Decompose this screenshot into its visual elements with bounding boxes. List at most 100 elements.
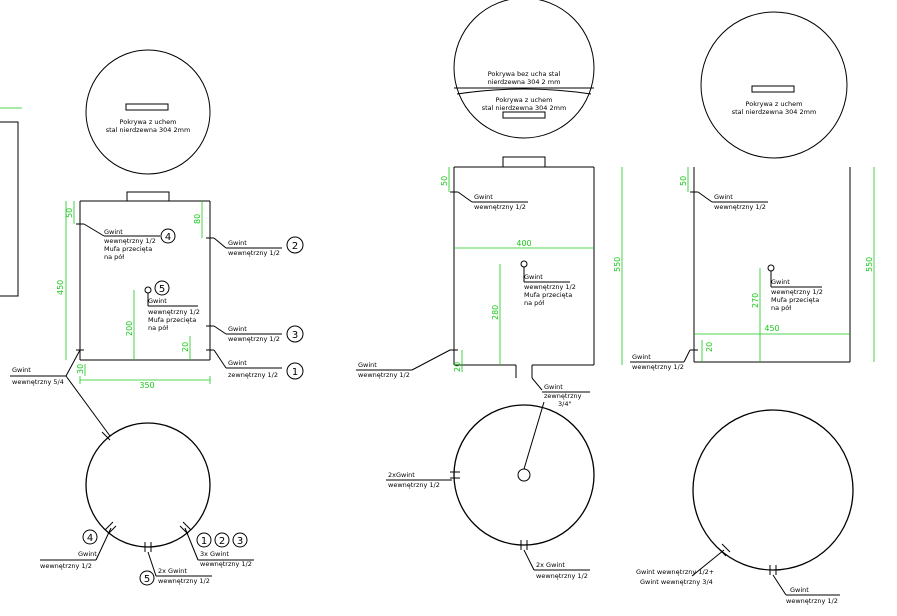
v2-wewn-top: wewnętrzny 1/2: [474, 203, 526, 211]
view3-dimensions: 50 450 270 550 20: [679, 167, 875, 362]
view2-lid-label-2: nierdzewna 304 2 mm: [488, 78, 561, 86]
marker-4-plan: [82, 529, 98, 545]
view3-lid-label-2: stal nierdzewna 304 2mm: [732, 108, 817, 116]
dim-550-v2: 550: [613, 257, 622, 272]
v3-wewn-top: wewnętrzny 1/2: [714, 203, 766, 211]
view2-tank: [450, 156, 595, 378]
wewn-label-bp5: wewnętrzny 1/2: [158, 577, 210, 585]
v2-wewn-mid: wewnętrzny 1/2: [524, 283, 576, 291]
view1-annotations: Gwint wewnętrzny 1/2 Mufa przecięta na p…: [10, 223, 304, 386]
v2-mufa-mid: Mufa przecięta: [524, 291, 572, 299]
marker-4: [160, 228, 176, 244]
wewn-label-2: wewnętrzny 1/2: [228, 249, 280, 257]
wewn-label-3: wewnętrzny 1/2: [228, 335, 280, 343]
v2-zewn-outlet: zewnętrzny: [544, 392, 582, 400]
svg-text:5: 5: [144, 574, 150, 585]
dim-270: 270: [751, 293, 760, 308]
dim-20-v2: 20: [453, 362, 462, 372]
v3-wewn-low: wewnętrzny 1/2: [632, 363, 684, 371]
dim-200: 200: [125, 321, 134, 336]
dim-450: 450: [56, 280, 65, 295]
wewn-label-54: wewnętrzny 5/4: [12, 378, 64, 386]
twogwint-label: 2x Gwint: [158, 567, 187, 575]
view1-dimensions: 50 450 80 200 20 30 350: [56, 201, 211, 390]
view1-tank: [76, 191, 214, 361]
marker-5-plan: [139, 570, 155, 586]
mufa-label-4: Mufa przecięta: [104, 245, 152, 253]
napol-label-5: na pół: [148, 324, 168, 332]
view3-annotations: Gwint wewnętrzny 1/2 Gwint wewnętrzny 1/…: [630, 191, 823, 371]
marker-3: [286, 325, 304, 343]
svg-text:4: 4: [87, 533, 93, 544]
svg-text:1: 1: [292, 367, 298, 378]
svg-text:4: 4: [165, 232, 171, 243]
v2-gwint-mid: Gwint: [524, 273, 543, 281]
marker-3-plan: [232, 532, 248, 548]
v2-34-outlet: 3/4": [558, 400, 571, 408]
v3-gwint-low: Gwint: [632, 353, 651, 361]
view1-bottom-plan: Gwint wewnętrzny 1/2 4 2x Gwint wewnętrz…: [40, 375, 254, 586]
v2-twogwint-plan: 2x Gwint: [536, 561, 565, 569]
v2-wewn-low: wewnętrzny 1/2: [358, 371, 410, 379]
gwint-label-4: Gwint: [104, 228, 123, 236]
dim-30: 30: [76, 364, 85, 374]
marker-5: [154, 280, 170, 296]
left-partial-view: [0, 107, 22, 297]
v3-gwint-mid: Gwint: [771, 278, 790, 286]
view3-bottom-plan: Gwint wewnętrzny 1/2+ Gwint wewnętrzny 3…: [636, 409, 854, 605]
v3-plan-label-2: Gwint wewnętrzny 3/4: [640, 578, 713, 586]
v3-gwint-plan-b: Gwint: [790, 586, 809, 594]
svg-text:1: 1: [201, 536, 207, 547]
v2-gwint-outlet: Gwint: [544, 383, 563, 391]
dim-400: 400: [516, 239, 531, 248]
dim-450-v3: 450: [764, 324, 779, 333]
gwint-label-3: Gwint: [228, 325, 247, 333]
dim-20-v3: 20: [705, 342, 714, 352]
dim-50-v2: 50: [440, 176, 449, 186]
view2-bottom-plan: 2xGwint wewnętrzny 1/2 2x Gwint wewnętrz…: [386, 401, 595, 580]
marker-1: [286, 362, 304, 380]
dim-20-a: 20: [181, 342, 190, 352]
dim-80: 80: [193, 214, 202, 224]
dim-50: 50: [65, 208, 74, 218]
v2-napol-mid: na pół: [524, 299, 544, 307]
view2-lid-label-1: Pokrywa bez ucha stal: [488, 70, 561, 78]
gwint-label-1: Gwint: [228, 359, 247, 367]
v2-wewn-plan-l: wewnętrzny 1/2: [388, 481, 440, 489]
view1-lid: Pokrywa z uchem stal nierdzewna 304 2mm: [85, 49, 211, 175]
wewn-label-bp123: wewnętrzny 1/2: [200, 560, 252, 568]
gwint-label-bp4: Gwint: [78, 550, 97, 558]
view2-lid-label-3: Pokrywa z uchem: [496, 96, 553, 104]
view3-lid: Pokrywa z uchem stal nierdzewna 304 2mm: [700, 11, 848, 159]
v2-gwint-top: Gwint: [474, 193, 493, 201]
view2-dimensions: 50 400 280 550 20: [440, 167, 623, 372]
svg-text:2: 2: [292, 241, 298, 252]
view2-lid-label-4: stal nierdzewna 304 2mm: [482, 104, 567, 112]
dim-280: 280: [491, 305, 500, 320]
v3-mufa-mid: Mufa przecięta: [771, 296, 819, 304]
v2-2xgwint: 2xGwint: [388, 471, 415, 479]
v3-gwint-top: Gwint: [714, 193, 733, 201]
dim-350: 350: [139, 381, 154, 390]
dim-550-v3: 550: [865, 257, 874, 272]
threegwint-label: 3x Gwint: [200, 550, 229, 558]
v3-wewn-plan-b: wewnętrzny 1/2: [786, 597, 838, 605]
mufa-label-5: Mufa przecięta: [148, 316, 196, 324]
svg-text:5: 5: [159, 284, 165, 295]
svg-text:3: 3: [237, 536, 243, 547]
dim-50-v3: 50: [679, 176, 688, 186]
view1-lid-label-1: Pokrywa z uchem: [120, 118, 177, 126]
view3-tank: [690, 167, 851, 363]
marker-2-plan: [214, 532, 230, 548]
wewn-label-4: wewnętrzny 1/2: [104, 237, 156, 245]
v2-gwint-low: Gwint: [358, 361, 377, 369]
gwint-label-5: Gwint: [148, 297, 167, 305]
v3-wewn-mid: wewnętrzny 1/2: [771, 288, 823, 296]
gwint-label-2: Gwint: [228, 239, 247, 247]
view2-annotations: Gwint wewnętrzny 1/2 Gwint wewnętrzny 1/…: [356, 191, 590, 408]
v3-napol-mid: na pół: [771, 304, 791, 312]
marker-2: [286, 236, 304, 254]
wewn-label-bp4: wewnętrzny 1/2: [40, 562, 92, 570]
